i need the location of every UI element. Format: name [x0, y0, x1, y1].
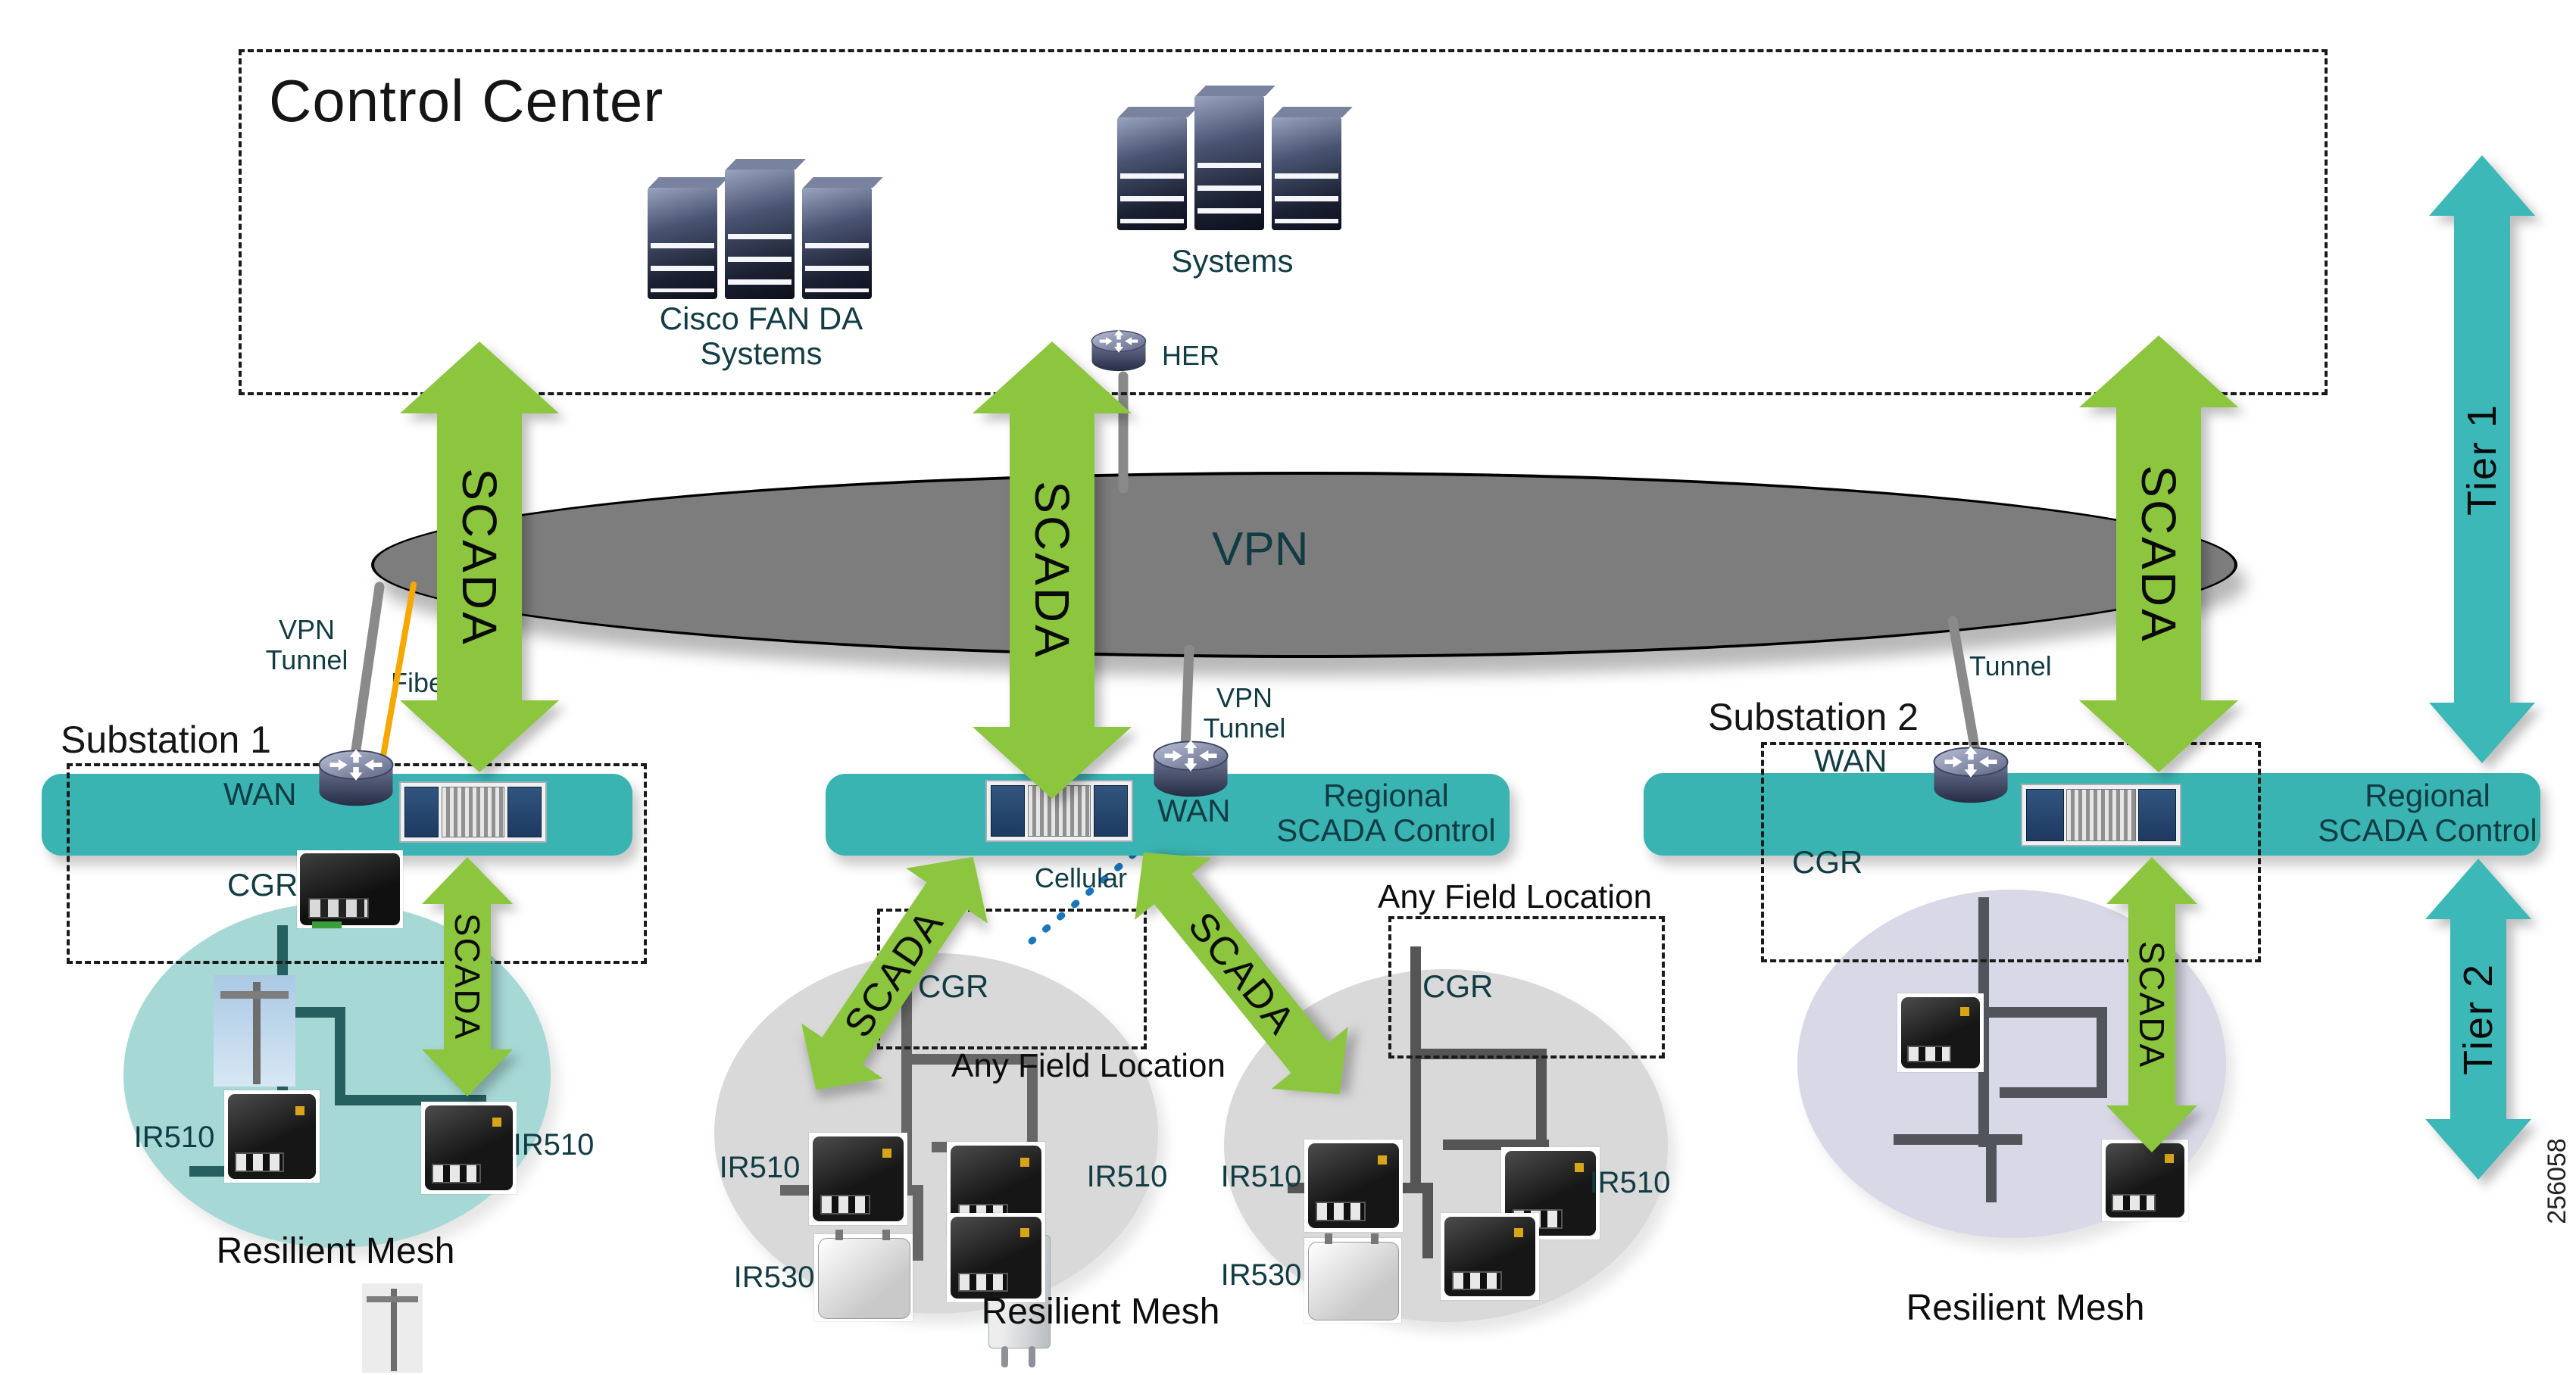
- substation2-box: [1761, 742, 2261, 962]
- field1-cgr-label: CGR: [918, 968, 989, 1004]
- scada-arrow-left: SCADA: [400, 341, 559, 772]
- control-center-title: Control Center: [269, 67, 664, 134]
- her-label: HER: [1162, 340, 1220, 371]
- tier1-arrow: Tier 1: [2429, 155, 2535, 763]
- vpn-tunnel-label-middle-line1: VPN: [1216, 682, 1273, 713]
- substation1-title: Substation 1: [61, 719, 271, 761]
- substation2-scada-arrow: SCADA: [2106, 857, 2197, 1152]
- fan-da-label-line2: Systems: [700, 335, 823, 371]
- field1-caption: Any Field Location: [951, 1047, 1226, 1084]
- scada-arrow-right-label: SCADA: [2131, 464, 2186, 644]
- substation1-mesh-label: Resilient Mesh: [216, 1231, 455, 1271]
- fan-da-servers-icon: [648, 163, 875, 299]
- vpn-tunnel-line-left: [351, 581, 385, 755]
- mesh2-ir510-bottom-image: [1441, 1213, 1539, 1300]
- tier2-arrow: Tier 2: [2425, 859, 2531, 1180]
- fiber-line: [380, 581, 417, 759]
- substation2-wan-router-icon: [1933, 745, 2009, 804]
- mesh2-ir510-right-label: IR510: [1589, 1166, 1671, 1199]
- substation2-regional-line2: SCADA Control: [2318, 812, 2537, 848]
- vpn-cloud: [371, 472, 2237, 658]
- substation1-ir510-left-image: [224, 1090, 320, 1183]
- substation1-pole-image: [214, 975, 295, 1087]
- scada-arrow-left-label: SCADA: [452, 467, 507, 647]
- substation2-title: Substation 2: [1708, 696, 1919, 738]
- scada-arrow-right: SCADA: [2079, 335, 2238, 772]
- substation1-cgr-device-image: [297, 850, 403, 928]
- substation1-ir510-right-image: [421, 1102, 517, 1194]
- systems-servers-icon: [1117, 89, 1344, 230]
- mesh1-ir510-left-image: [809, 1133, 907, 1225]
- mesh2-ir530-image: [1304, 1233, 1401, 1323]
- mesh1-ir530-label: IR530: [733, 1261, 815, 1294]
- field2-caption: Any Field Location: [1378, 878, 1652, 915]
- substation2-wan-label: WAN: [1814, 743, 1888, 778]
- substation1-scada-arrow: SCADA: [422, 857, 513, 1096]
- substation2-ir510-top-image: [1897, 993, 1984, 1072]
- mesh2-ir510-left-label: IR510: [1220, 1160, 1302, 1193]
- vpn-label: VPN: [1212, 523, 1309, 575]
- substation1-rtu-device-image: [399, 781, 547, 843]
- tier2-label: Tier 2: [2456, 962, 2501, 1076]
- mesh1-ir510-right-label: IR510: [1086, 1160, 1168, 1193]
- vpn-tunnel-label-left-line2: Tunnel: [265, 644, 348, 675]
- substation2-regional-title: Regional SCADA Control: [2276, 778, 2576, 848]
- cellular-line: [1028, 850, 1138, 945]
- regional-title-line1: Regional: [1323, 778, 1449, 813]
- substation1-ir510-right-label: IR510: [513, 1128, 595, 1161]
- mesh1-ir510-bottom-image: [947, 1213, 1045, 1302]
- mesh2-ir530-label: IR530: [1220, 1258, 1302, 1292]
- regional-mesh1-ellipse: [714, 953, 1158, 1314]
- vpn-tunnel-label-left-line1: VPN: [278, 614, 336, 645]
- tunnel-label-right: Tunnel: [1969, 650, 2052, 681]
- regional-wan-label: WAN: [1157, 793, 1231, 828]
- regional-wan-router-icon: [1153, 739, 1229, 798]
- field2-box: [1388, 916, 1665, 1059]
- substation1-scada-arrow-label: SCADA: [448, 912, 487, 1041]
- substation1-wan-router-icon: [318, 748, 394, 807]
- substation2-scada-arrow-label: SCADA: [2132, 940, 2172, 1069]
- control-center-box: [239, 49, 2328, 395]
- tier1-label: Tier 1: [2459, 403, 2505, 516]
- substation2-mesh-label: Resilient Mesh: [1906, 1288, 2145, 1328]
- vpn-tunnel-label-left: VPN Tunnel: [250, 615, 364, 675]
- substation2-ir510-right-image: [2102, 1140, 2188, 1221]
- mesh1-ir510-left-label: IR510: [719, 1151, 801, 1184]
- substation1-wan-label: WAN: [223, 776, 297, 812]
- regional-title-line2: SCADA Control: [1276, 812, 1496, 848]
- cellular-label: Cellular: [1035, 862, 1128, 893]
- fan-da-label-line1: Cisco FAN DA: [659, 301, 863, 336]
- substation1-cgr-label: CGR: [227, 867, 298, 903]
- vpn-tunnel-label-middle-line2: Tunnel: [1203, 712, 1286, 744]
- field2-cgr-label: CGR: [1422, 968, 1494, 1004]
- substation1-pole2-image: [362, 1283, 423, 1373]
- substation2-cgr-label: CGR: [1792, 844, 1863, 880]
- substation2-rtu-device-image: [2021, 784, 2181, 847]
- substation2-regional-line1: Regional: [2365, 778, 2490, 813]
- mesh1-ir530-image: [814, 1230, 913, 1321]
- regional-title: Regional SCADA Control: [1235, 778, 1538, 848]
- systems-label: Systems: [1171, 243, 1294, 279]
- substation1-ir510-left-label: IR510: [133, 1121, 215, 1154]
- scada-arrow-middle: SCADA: [973, 341, 1132, 799]
- her-router-icon: [1091, 329, 1147, 372]
- scada-arrow-middle-label: SCADA: [1025, 481, 1079, 659]
- tunnel-line-right: [1947, 616, 1981, 756]
- vpn-tunnel-label-middle: VPN Tunnel: [1188, 683, 1301, 744]
- regional-mesh-label: Resilient Mesh: [981, 1292, 1220, 1332]
- mesh2-ir510-left-image: [1304, 1140, 1403, 1232]
